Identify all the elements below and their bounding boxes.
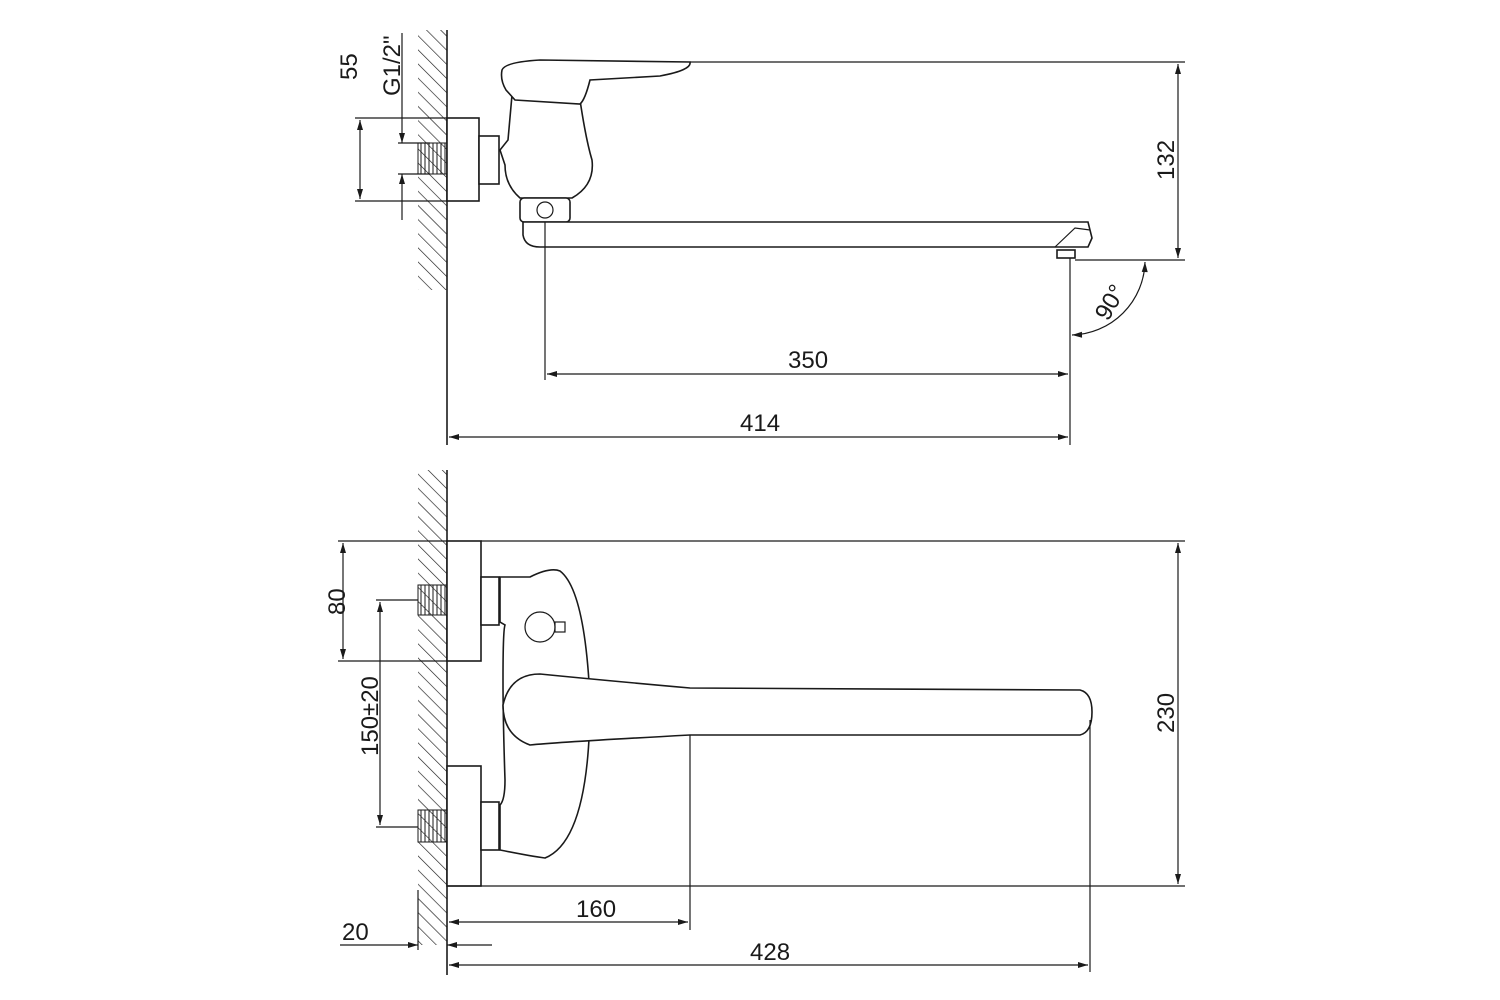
dim-350-label: 350 xyxy=(788,347,828,374)
dim-20-label: 20 xyxy=(342,919,369,946)
aerator xyxy=(1056,249,1076,259)
eccentric-nut xyxy=(478,135,500,185)
wall-flange xyxy=(446,117,480,202)
dim-230-label: 230 xyxy=(1153,693,1180,733)
lever-handle xyxy=(500,59,691,105)
spout-nut-detail xyxy=(536,201,554,219)
dim-55-label: 55 xyxy=(336,53,363,80)
dim-angle-label: 90° xyxy=(1090,280,1132,325)
thread-stub xyxy=(417,142,448,175)
dim-132-label: 132 xyxy=(1153,140,1180,180)
dim-80-label: 80 xyxy=(324,588,351,615)
spout xyxy=(522,221,1093,248)
top-view: 80 150±20 230 160 20 428 xyxy=(324,470,1185,975)
diverter-knob-icon xyxy=(524,611,566,643)
dim-160-label: 160 xyxy=(576,896,616,923)
mixer-body xyxy=(499,94,594,199)
wall-hatch xyxy=(418,470,447,945)
thread-stub-upper xyxy=(417,584,448,616)
flange-lower xyxy=(446,765,482,887)
spout-tip xyxy=(1054,227,1091,248)
nut-lower xyxy=(480,801,500,851)
lever-handle xyxy=(502,673,1093,746)
dim-414-label: 414 xyxy=(740,410,780,437)
flange-upper xyxy=(446,540,482,662)
nut-upper xyxy=(480,576,500,626)
thread-stub-lower xyxy=(417,809,448,843)
dim-150-label: 150±20 xyxy=(357,676,384,756)
dim-428-label: 428 xyxy=(750,939,790,966)
dim-angle-arc xyxy=(1071,261,1148,338)
dim-thread-label: G1/2" xyxy=(379,35,406,96)
side-view: 55 G1/2" 132 350 414 90° xyxy=(336,30,1185,445)
